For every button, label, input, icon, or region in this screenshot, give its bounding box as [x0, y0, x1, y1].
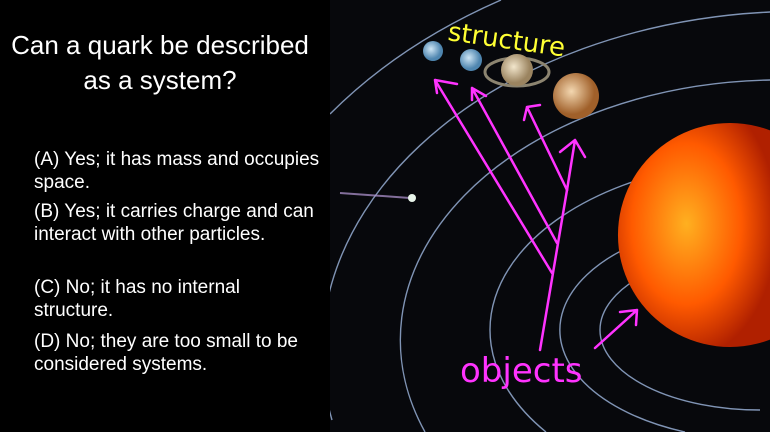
planet-uranus: [460, 49, 482, 71]
solar-system-image: structure objects: [330, 0, 770, 432]
option-b: (B) Yes; it carries charge and can inter…: [34, 201, 314, 245]
option-d: (D) No; they are too small to be conside…: [34, 331, 298, 375]
sun: [617, 123, 770, 347]
question-panel: Can a quark be described as a system? (A…: [0, 0, 330, 432]
option-c: (C) No; it has no internal structure.: [34, 277, 240, 321]
annotation-arrows: [433, 78, 639, 352]
planet-jupiter: [553, 73, 599, 119]
comet: [339, 192, 411, 199]
planet-saturn: [501, 54, 533, 86]
comet-head: [408, 194, 416, 202]
question-title: Can a quark be described as a system?: [11, 30, 309, 95]
option-a: (A) Yes; it has mass and occupies space.: [34, 149, 320, 193]
annotation-objects: objects: [460, 351, 583, 391]
orbit-lines: [330, 0, 770, 432]
planet-neptune: [423, 41, 443, 61]
